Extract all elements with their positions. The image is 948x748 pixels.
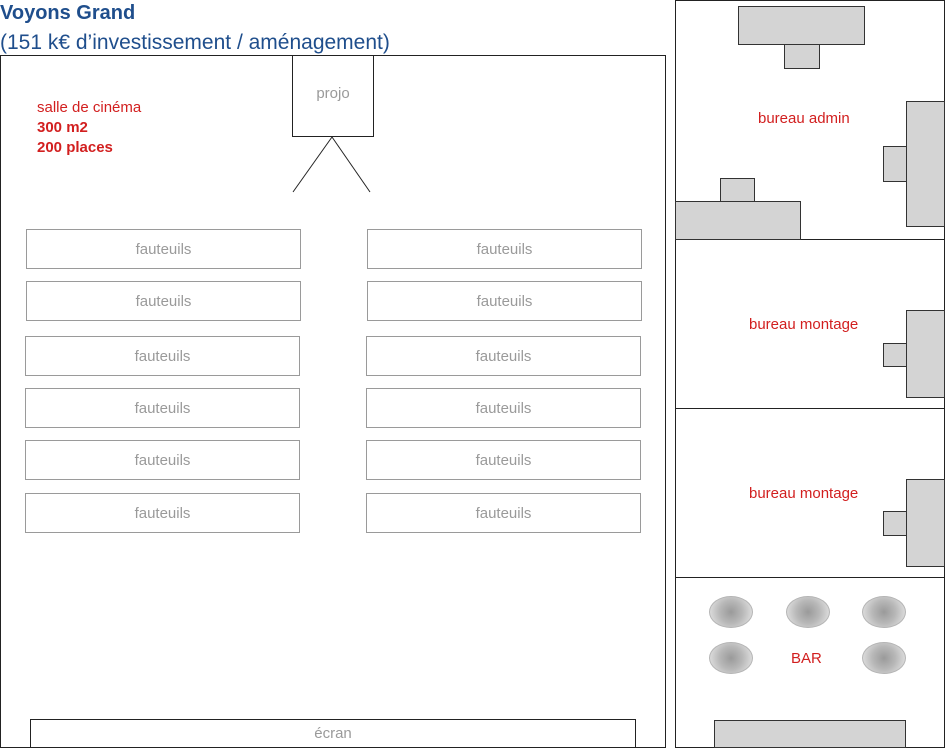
montage1-chair <box>883 343 907 367</box>
seat-row: fauteuils <box>26 281 301 321</box>
seat-row: fauteuils <box>366 440 641 480</box>
seat-row: fauteuils <box>366 336 641 376</box>
seat-row: fauteuils <box>25 336 300 376</box>
bar-label: BAR <box>791 650 822 667</box>
admin-desk-top <box>738 6 865 45</box>
admin-chair-right <box>883 146 907 182</box>
cinema-area-label: 300 m2 <box>37 119 88 136</box>
bar-stool <box>786 596 830 628</box>
admin-chair-top <box>784 44 820 69</box>
seat-row: fauteuils <box>25 388 300 428</box>
projector-label: projo <box>316 85 350 102</box>
montage2-label: bureau montage <box>749 485 859 502</box>
admin-chair-bottom <box>720 178 755 202</box>
admin-desk-right <box>906 101 945 227</box>
seat-row: fauteuils <box>26 229 301 269</box>
bar-stool <box>862 642 906 674</box>
plan-title: Voyons Grand <box>0 2 136 24</box>
seat-row: fauteuils <box>367 229 642 269</box>
seat-row: fauteuils <box>366 388 641 428</box>
montage2-desk <box>906 479 945 567</box>
cinema-screen: écran <box>30 719 636 748</box>
seat-row: fauteuils <box>366 493 641 533</box>
seat-row: fauteuils <box>25 493 300 533</box>
montage1-desk <box>906 310 945 398</box>
plan-subtitle: (151 k€ d’investissement / aménagement) <box>0 31 390 54</box>
bar-stool <box>862 596 906 628</box>
bar-stool <box>709 596 753 628</box>
projection-beam <box>292 136 371 193</box>
admin-desk-bottom <box>675 201 801 240</box>
bar-counter <box>714 720 906 748</box>
seat-row: fauteuils <box>367 281 642 321</box>
cinema-name-label: salle de cinéma <box>37 99 142 116</box>
projector-booth: projo <box>292 55 374 137</box>
admin-office-label: bureau admin <box>758 110 850 127</box>
seat-row: fauteuils <box>25 440 300 480</box>
montage1-label: bureau montage <box>749 316 859 333</box>
bar-stool <box>709 642 753 674</box>
cinema-seats-label: 200 places <box>37 139 113 156</box>
montage2-chair <box>883 511 907 536</box>
